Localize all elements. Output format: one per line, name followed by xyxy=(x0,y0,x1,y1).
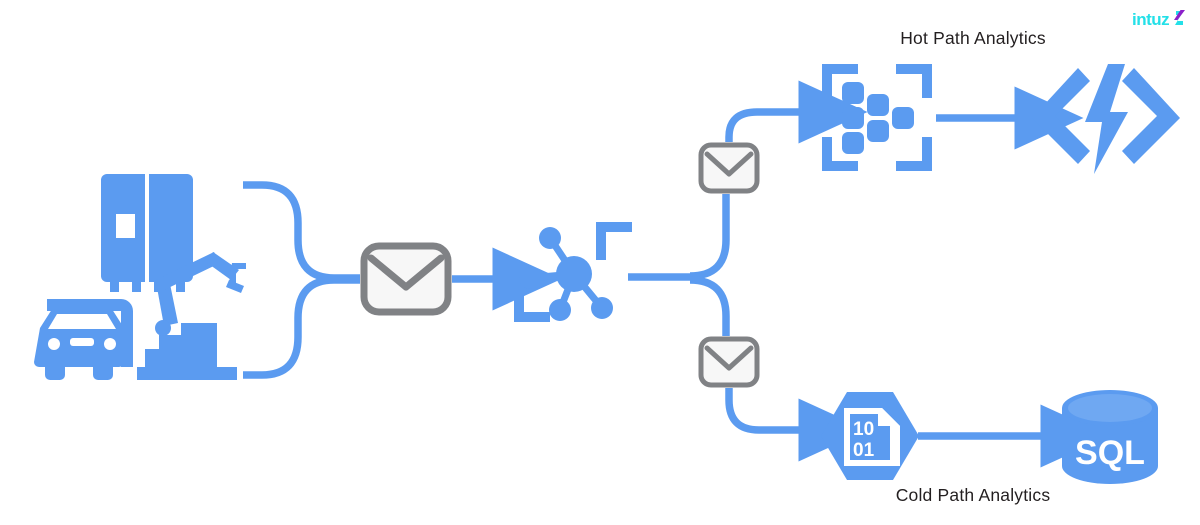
iot-devices-icon xyxy=(34,174,246,380)
envelope-icon xyxy=(360,242,452,316)
database-icon: SQL xyxy=(1062,390,1158,484)
iot-hub-icon xyxy=(514,222,632,322)
hot-path-label: Hot Path Analytics xyxy=(900,28,1046,48)
envelope-icon xyxy=(698,142,760,194)
blob-binary-bottom: 01 xyxy=(853,440,875,461)
binary-document-icon: 10 01 xyxy=(821,392,919,480)
database-label: SQL xyxy=(1075,434,1145,472)
intuz-logo-text: intuz xyxy=(1132,10,1169,29)
envelope-icon xyxy=(698,336,760,388)
stream-analytics-icon xyxy=(822,64,932,171)
code-lightning-icon xyxy=(1032,64,1180,174)
intuz-logo: intuz xyxy=(1132,10,1185,29)
cold-path-label: Cold Path Analytics xyxy=(895,485,1051,505)
blob-binary-top: 10 xyxy=(853,419,874,440)
